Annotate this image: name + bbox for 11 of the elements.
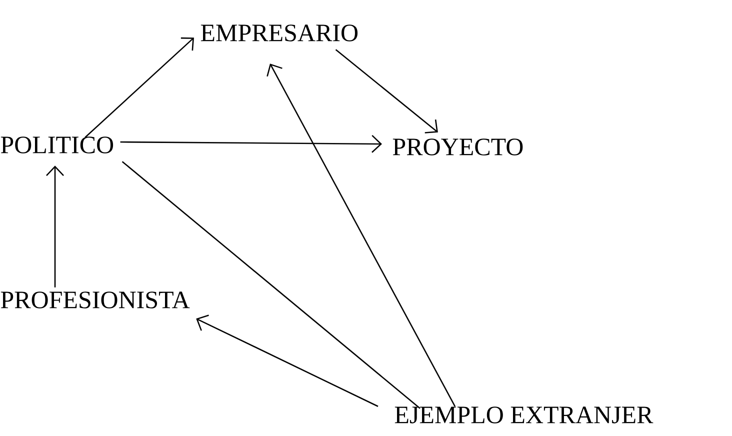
arrow <box>196 314 378 407</box>
node-label: POLITICO <box>0 136 114 154</box>
node-label: PROFESIONISTA <box>0 292 190 308</box>
node-label: EMPRESARIO <box>200 24 358 42</box>
arrow <box>84 37 194 138</box>
arrow <box>266 64 456 407</box>
arrow <box>46 166 64 288</box>
node-label: PROYECTO <box>392 138 523 156</box>
node-label: EJEMPLO EXTRANJER <box>394 406 654 424</box>
arrow <box>335 49 438 134</box>
arrow <box>120 134 382 153</box>
